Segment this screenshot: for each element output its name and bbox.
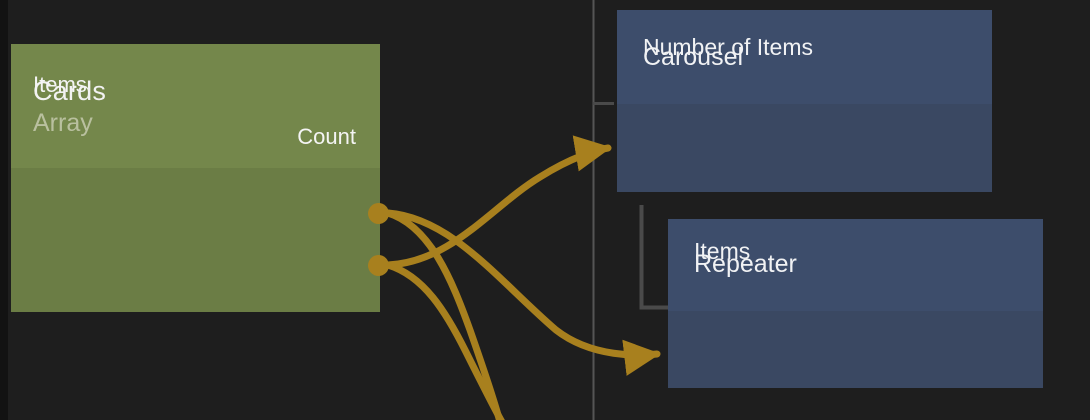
port-label-items[interactable]: Items: [33, 72, 87, 97]
node-cards-body[interactable]: Items Count: [11, 72, 380, 312]
node-carousel-body[interactable]: Number of Items: [617, 34, 992, 192]
node-repeater-body[interactable]: Items: [668, 238, 1043, 388]
input-port-items[interactable]: Items: [694, 238, 751, 264]
node-cards-header[interactable]: Cards Array: [11, 44, 380, 168]
wire-count-to-offscreen: [384, 261, 505, 420]
port-label-count[interactable]: Count: [297, 124, 356, 149]
output-port-count[interactable]: [368, 255, 389, 276]
node-carousel[interactable]: Carousel Number of Items: [617, 10, 992, 192]
node-cards-subtitle: Array: [33, 109, 93, 137]
node-carousel-header[interactable]: Carousel: [617, 10, 992, 104]
panel-edge: [0, 0, 8, 420]
output-port-items[interactable]: [368, 203, 389, 224]
wire-items-to-repeater: [384, 209, 661, 376]
node-cards-title: Cards: [33, 76, 107, 106]
node-repeater[interactable]: Repeater Items: [668, 219, 1043, 388]
node-cards[interactable]: Cards Array Items Count: [11, 44, 380, 312]
wire-items-to-offscreen: [384, 209, 504, 420]
wire-count-to-carousel: [384, 135, 612, 269]
node-repeater-header[interactable]: Repeater: [668, 219, 1043, 311]
node-repeater-title: Repeater: [694, 250, 797, 278]
input-port-number-of-items[interactable]: Number of Items: [643, 34, 813, 60]
node-carousel-title: Carousel: [643, 43, 744, 71]
